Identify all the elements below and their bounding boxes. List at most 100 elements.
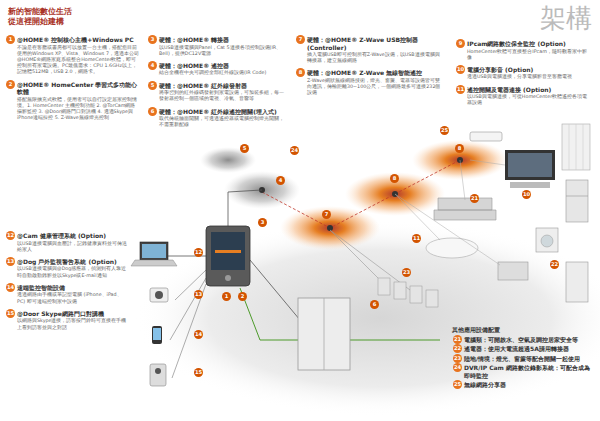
item-number: 14 (6, 283, 15, 292)
callout-number: 13 (194, 290, 203, 299)
node-heading: 無線網路分享器 (464, 381, 592, 389)
node-body: 取代傳統牆面開關，可透過遙控器或電腦控制燈光開關，不需重新配線 (159, 116, 287, 128)
callout-number: 11 (412, 234, 421, 243)
item-number: 10 (456, 65, 465, 74)
node-heading: @Cam 健康管理系統 (Option) (17, 232, 129, 240)
text-box: 其他應用設備配置電腦類：可開啟水、空氣及調控居家安全等遙電器：使用大電流超過5A… (452, 326, 592, 389)
item-number: 24 (453, 363, 462, 372)
node-heading: 硬體：@HOME® 轉接器 (159, 36, 287, 44)
node-heading: IPcam網路數位保全監控 (Option) (467, 40, 591, 48)
node-body: HomeCenter軟體可直接整合IPcam，隨時觀看家中影像 (467, 49, 591, 61)
text-box: 硬體：@HOME® 遙控器結合全機在中央可調控全部紅外線設備(IR Code) (159, 62, 287, 77)
item-number: 7 (296, 35, 305, 44)
callout-number: 2 (238, 292, 247, 301)
text-box: DVR/IP Cam 網路數位錄影系統：可配合成為即時監控 (464, 364, 592, 379)
node-body: 搭配無限擴充式軟體，使用者可以自行設定居家控制情境。1. HomeCenter … (17, 97, 139, 122)
callout-number: 14 (194, 330, 203, 339)
node-body: 透過網路由手機或筆記型電腦 (iPhone、iPad、PC) 即可遠端控制家中設… (17, 292, 129, 304)
diagram-title: 新的智能數位生活 從這裡開始建構 (8, 7, 80, 27)
text-box: @Door Skype網路門口對講機以網路與Skype連接，訪客按門鈴時可直接在… (17, 310, 129, 331)
callout-number: 15 (194, 368, 203, 377)
text-box: 陸地/情境：燈光、窗簾等配合開關一起使用 (464, 355, 592, 363)
callout-number: 22 (550, 260, 559, 269)
callout-number: 23 (402, 268, 411, 277)
callout-number: 7 (322, 210, 331, 219)
node-body: 以USB連接電腦與Panel，Cat 5連接各項控制設備(IR、Bell)，提供… (159, 45, 287, 57)
callout-number: 8 (455, 144, 464, 153)
text-box: 遠端監控智能設備透過網路由手機或筆記型電腦 (iPhone、iPad、PC) 即… (17, 284, 129, 305)
item-number: 4 (148, 61, 157, 70)
callout-number: 3 (258, 218, 267, 227)
node-heading: @Door Skype網路門口對講機 (17, 310, 129, 318)
item-number: 11 (456, 85, 465, 94)
text-box: 電腦類：可開啟水、空氣及調控居家安全等 (464, 336, 592, 344)
item-number: 5 (148, 81, 157, 90)
text-box: 硬體：@HOME® Z-Wave USB控制器(Controller)插入電腦U… (307, 36, 443, 64)
item-number: 8 (296, 68, 305, 77)
callout-number: 8 (390, 174, 399, 183)
node-heading: 遠端監控智能設備 (17, 284, 129, 292)
item-number: 23 (453, 354, 462, 363)
item-number: 12 (6, 231, 15, 240)
node-heading: @HOME® HomeCenter 學習式多功能心軟體 (17, 81, 139, 96)
node-body: 將學習到的紅外線碼發射到家電設備，可加裝多組，每一發射器控制一個區域的電視、冷氣… (159, 90, 287, 102)
item-number: 2 (6, 80, 15, 89)
text-box: 遙控開關及電器連接 (Option)以USB與電腦連接，可從HomeCenter… (467, 86, 591, 107)
node-heading: @HOME® 控制核心主機+Windows PC (17, 36, 139, 44)
node-heading: DVR/IP Cam 網路數位錄影系統：可配合成為即時監控 (464, 364, 592, 379)
callout-number: 21 (470, 194, 479, 203)
callout-number: 1 (222, 292, 231, 301)
text-box: @Dog 戶外監視警告系統 (Option)以USB連接電腦與@Dog感應器，偵… (17, 258, 129, 279)
text-box: IPcam網路數位保全監控 (Option)HomeCenter軟體可直接整合I… (467, 40, 591, 61)
text-box: @HOME® HomeCenter 學習式多功能心軟體搭配無限擴充式軟體，使用者… (17, 81, 139, 122)
node-body: 以網路與Skype連接，訪客按門鈴時可直接在手機上看到訪客並與之對話 (17, 318, 129, 330)
item-number: 22 (453, 344, 462, 353)
text-box: 電腦分享影音 (Option)透過USB與電腦連接，分享電腦影音至客廳電視 (467, 66, 591, 81)
item-number: 21 (453, 335, 462, 344)
node-body: 以USB連接電腦與血壓計，記錄健康資料並可傳送給家人 (17, 241, 129, 253)
node-heading: 電腦分享影音 (Option) (467, 66, 591, 74)
node-body: 以USB與電腦連接，可從HomeCenter軟體遙控各項電器設備 (467, 94, 591, 106)
node-heading: 其他應用設備配置 (452, 326, 592, 334)
node-heading: @Dog 戶外監視警告系統 (Option) (17, 258, 129, 266)
text-box: @Cam 健康管理系統 (Option)以USB連接電腦與血壓計，記錄健康資料並… (17, 232, 129, 253)
callout-number: 24 (290, 146, 299, 155)
text-box: 硬體：@HOME® 紅外線發射器將學習到的紅外線碼發射到家電設備，可加裝多組，每… (159, 82, 287, 103)
item-number: 15 (6, 309, 15, 318)
node-body: 不論是在客廳或書房都可以放置一台主機，搭配您目前使用的Windows XP、Vi… (17, 45, 139, 76)
node-heading: 硬體：@HOME® Z-Wave 無線智能遙控 (307, 69, 443, 77)
item-number: 1 (6, 35, 15, 44)
text-box: 遙電器：使用大電流超過5A請用轉接器 (464, 345, 592, 353)
callout-number: 4 (276, 176, 285, 185)
node-heading: 硬體：@HOME® 紅外線遙控開關(埋入式) (159, 108, 287, 116)
node-heading: 遙電器：使用大電流超過5A請用轉接器 (464, 345, 592, 353)
node-heading: 遙控開關及電器連接 (Option) (467, 86, 591, 94)
node-body: 插入電腦USB即可控制所有Z-Wave設備，以USB連接電腦與轉接器，建立無線網… (307, 52, 443, 64)
node-body: Z-Wave網狀無線網路技術，燈光、窗簾、電器等設備皆可雙向通訊，傳輸距離30~… (307, 78, 443, 97)
node-heading: 電腦類：可開啟水、空氣及調控居家安全等 (464, 336, 592, 344)
node-heading: 陸地/情境：燈光、窗簾等配合開關一起使用 (464, 355, 592, 363)
text-box: 無線網路分享器 (464, 381, 592, 389)
node-heading: 硬體：@HOME® 紅外線發射器 (159, 82, 287, 90)
node-body: 以USB連接電腦與@Dog感應器，偵測到有人靠近時自動啟動錄影並以Skype或E… (17, 266, 129, 278)
item-number: 6 (148, 107, 157, 116)
node-heading: 硬體：@HOME® Z-Wave USB控制器(Controller) (307, 36, 443, 51)
item-number: 9 (456, 39, 465, 48)
item-number: 25 (453, 380, 462, 389)
callout-number: 25 (440, 126, 449, 135)
text-box: @HOME® 控制核心主機+Windows PC不論是在客廳或書房都可以放置一台… (17, 36, 139, 76)
callout-number: 6 (370, 300, 379, 309)
text-box: 硬體：@HOME® Z-Wave 無線智能遙控Z-Wave網狀無線網路技術，燈光… (307, 69, 443, 96)
callout-number: 10 (522, 190, 531, 199)
node-body: 結合全機在中央可調控全部紅外線設備(IR Code) (159, 70, 287, 76)
text-box: 硬體：@HOME® 紅外線遙控開關(埋入式)取代傳統牆面開關，可透過遙控器或電腦… (159, 108, 287, 129)
callout-number: 5 (240, 144, 249, 153)
text-box: 硬體：@HOME® 轉接器以USB連接電腦與Panel，Cat 5連接各項控制設… (159, 36, 287, 57)
node-heading: 硬體：@HOME® 遙控器 (159, 62, 287, 70)
callout-number: 12 (194, 248, 203, 257)
item-number: 3 (148, 35, 157, 44)
section-heading: 架構 (540, 4, 592, 33)
item-number: 13 (6, 257, 15, 266)
node-body: 透過USB與電腦連接，分享電腦影音至客廳電視 (467, 74, 591, 80)
